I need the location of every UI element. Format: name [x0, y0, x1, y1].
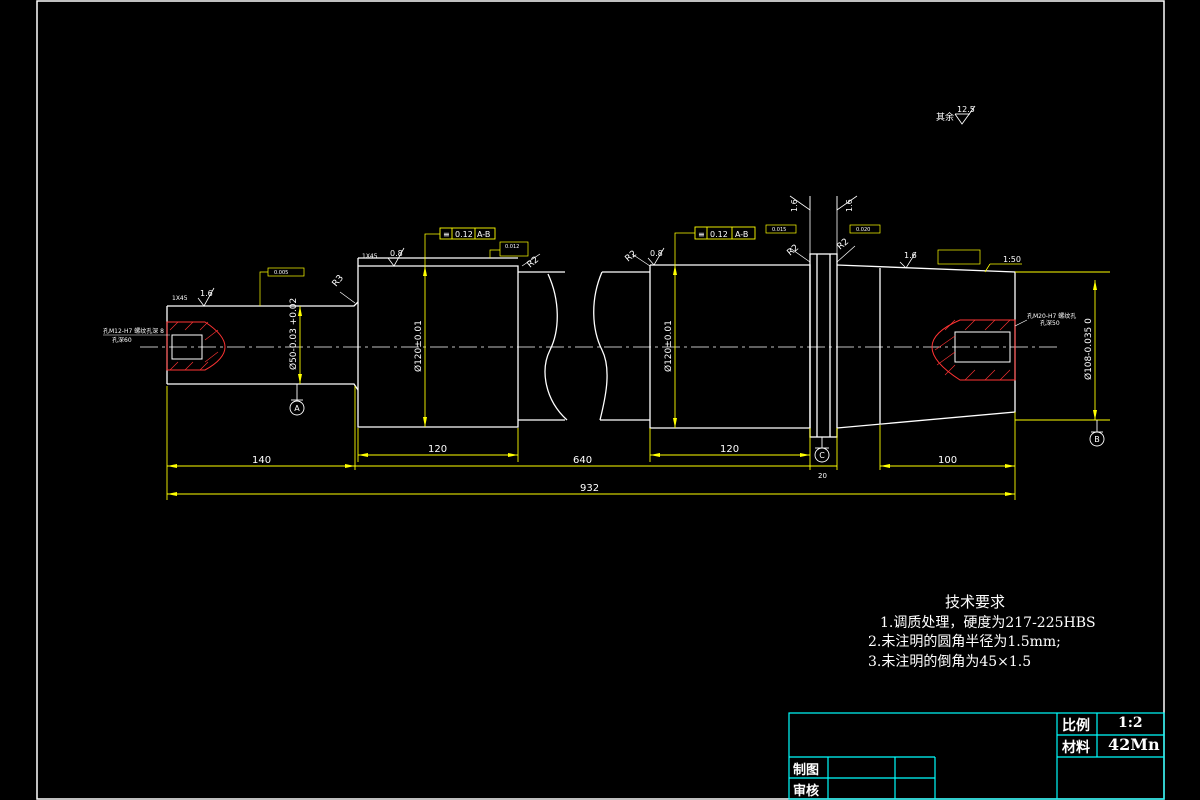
scale-label: 比例 — [1062, 718, 1090, 734]
small-frame-4: 0.020 — [856, 227, 870, 233]
roughness-mark-6: 1.6 — [845, 199, 854, 212]
roughness-mark-1: 1.6 — [200, 289, 213, 298]
dimension-arrowheads — [167, 265, 1097, 496]
datum-markers — [289, 384, 1105, 463]
dim-120-b: 120 — [720, 444, 739, 455]
diameter-label-left: Ø50-0.03 +0.02 — [288, 298, 299, 370]
hole-note-left-1: 孔M12-H7 螺纹孔深 8 — [103, 327, 164, 335]
right-threaded-hole — [931, 319, 1016, 381]
tolerance-frames: ≡ 0.12 A-B ≡ 0.12 A-B 0.005 0.012 0.015 … — [259, 224, 981, 306]
chamfer-labels: 1X45 1X45 — [172, 253, 378, 302]
tolerance-frame-1-datum: A-B — [477, 230, 490, 239]
diameter-label-right: Ø108-0.035 0 — [1083, 318, 1094, 380]
surface-finish-label: 其余 — [936, 111, 954, 123]
small-frame-2: 0.012 — [505, 244, 519, 250]
surface-finish-value: 12.5 — [957, 105, 975, 114]
scale-value: 1:2 — [1118, 715, 1143, 731]
chamfer-left: 1X45 — [172, 295, 188, 302]
datum-a: A — [294, 404, 300, 413]
drawn-by-label: 制图 — [793, 763, 820, 778]
tolerance-frame-2: ≡ 0.12 A-B — [674, 226, 756, 265]
surface-finish-note: 其余 12.5 — [936, 105, 976, 125]
hole-note-left-2: 孔深60 — [112, 336, 132, 344]
tolerance-frame-2-symbol: ≡ — [698, 230, 705, 239]
datum-labels: A B C — [294, 404, 1099, 460]
dim-140: 140 — [252, 455, 271, 466]
hole-note-right-1: 孔M20-H7 螺纹孔 — [1027, 312, 1076, 320]
small-frames: 0.005 0.012 0.015 0.020 — [259, 224, 981, 306]
tolerance-frame-2-value: 0.12 — [710, 230, 728, 239]
small-frame-1: 0.005 — [274, 270, 288, 276]
tolerance-frame-1: ≡ 0.12 A-B — [424, 227, 496, 266]
drawing-frame — [36, 0, 1165, 800]
checked-by-label: 审核 — [793, 784, 820, 799]
radius-labels: R3 R2 R2 R2 R2 — [331, 237, 856, 304]
dim-100: 100 — [938, 455, 957, 466]
dim-120-a: 120 — [428, 444, 447, 455]
diameter-label-mid-1: Ø120±0.01 — [413, 320, 424, 372]
tech-requirement-2: 2.未注明的圆角半径为1.5mm; — [868, 634, 1061, 650]
hole-notes: 孔M12-H7 螺纹孔深 8 孔深60 孔M20-H7 螺纹孔 孔深50 — [103, 312, 1076, 344]
title-block — [788, 712, 1165, 800]
radius-r3: R3 — [331, 273, 346, 289]
radius-r2-a: R2 — [526, 255, 542, 270]
material-value: 42Mn — [1108, 735, 1160, 754]
dimension-texts: 140 120 640 120 100 932 20 — [252, 444, 957, 494]
left-threaded-hole — [166, 321, 226, 371]
radius-r2-d: R2 — [836, 237, 852, 252]
diameter-label-mid-2: Ø120±0.01 — [663, 320, 674, 372]
roughness-marks: 1.6 0.8 0.8 1.6 1.6 1.6 — [197, 195, 917, 307]
roughness-mark-3: 0.8 — [650, 249, 663, 258]
hole-note-right-2: 孔深50 — [1040, 319, 1060, 327]
taper-label: 1:50 — [1003, 255, 1021, 264]
dim-640: 640 — [573, 455, 592, 466]
roughness-mark-5: 1.6 — [790, 199, 799, 212]
roughness-mark-4: 1.6 — [904, 251, 917, 260]
small-frame-3: 0.015 — [772, 227, 786, 233]
shaft-geometry — [166, 253, 1016, 438]
dim-932: 932 — [580, 483, 599, 494]
dimension-lines — [166, 265, 1110, 500]
datum-b: B — [1094, 435, 1100, 444]
diameter-labels: Ø50-0.03 +0.02 Ø120±0.01 Ø120±0.01 Ø108-… — [288, 298, 1094, 380]
tolerance-frame-1-symbol: ≡ — [443, 230, 450, 239]
dim-20: 20 — [818, 472, 827, 480]
tolerance-frame-1-value: 0.12 — [455, 230, 473, 239]
tech-requirement-1: 1.调质处理，硬度为217-225HBS — [880, 615, 1096, 631]
radius-r2-b: R2 — [624, 249, 640, 264]
roughness-mark-2: 0.8 — [390, 249, 403, 258]
datum-c: C — [819, 451, 825, 460]
tech-requirements-title: 技术要求 — [945, 593, 1006, 611]
tolerance-frame-2-datum: A-B — [735, 230, 748, 239]
material-label: 材料 — [1062, 740, 1090, 756]
tech-requirement-3: 3.未注明的倒角为45×1.5 — [868, 654, 1032, 670]
taper-note: 1:50 — [984, 255, 1022, 273]
chamfer-mid: 1X45 — [362, 253, 378, 260]
